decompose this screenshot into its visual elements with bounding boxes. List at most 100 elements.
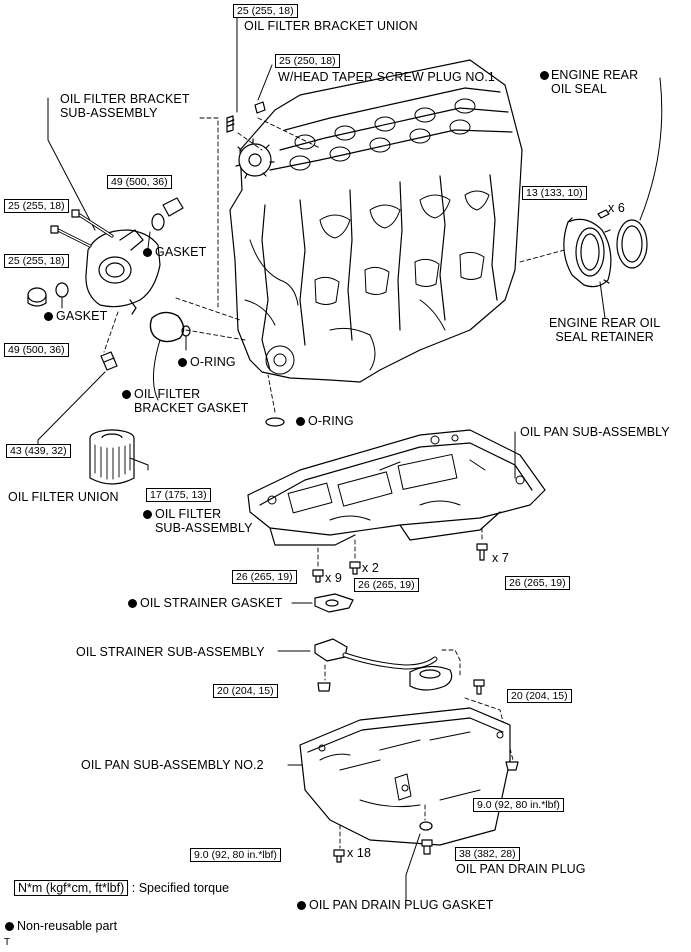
non-reusable-dot xyxy=(178,358,187,367)
o-ring-1-text: O-RING xyxy=(190,355,236,369)
label-oil-filter-bracket-union: OIL FILTER BRACKET UNION xyxy=(244,19,418,33)
count-x9: x 9 xyxy=(325,571,342,585)
bracket-leader xyxy=(47,97,96,231)
non-reusable-dot xyxy=(143,510,152,519)
legend-torque: N*m (kgf*cm, ft*lbf) : Specified torque xyxy=(14,880,229,896)
label-oil-pan-subassy-no2: OIL PAN SUB-ASSEMBLY NO.2 xyxy=(81,758,264,772)
torque-pan-bolt-c: 26 (265, 19) xyxy=(505,576,570,590)
torque-pan-bolt-a: 26 (265, 19) xyxy=(232,570,297,584)
rear-seal-leader xyxy=(639,77,663,221)
legend-torque-units: N*m (kgf*cm, ft*lbf) xyxy=(14,880,129,896)
torque-bracket-bolt-a: 25 (255, 18) xyxy=(4,199,69,213)
oil-filter-bracket-gasket-text: OIL FILTER BRACKET GASKET xyxy=(134,387,249,415)
footer-mark: T xyxy=(4,937,11,948)
torque-drain-plug: 38 (382, 28) xyxy=(455,847,520,861)
torque-pan2-b: 9.0 (92, 80 in.*lbf) xyxy=(190,848,281,862)
oil-filter-bracket-part xyxy=(85,229,161,315)
label-o-ring-2: O-RING xyxy=(296,414,354,428)
count-x7: x 7 xyxy=(492,551,509,565)
pan-bolts xyxy=(312,543,488,583)
gasket-1-text: GASKET xyxy=(155,245,207,259)
label-oil-pan-drain-plug-gasket: OIL PAN DRAIN PLUG GASKET xyxy=(297,898,494,912)
pan2-bolts xyxy=(333,761,519,863)
o-ring-2-text: O-RING xyxy=(308,414,354,428)
non-reusable-dot xyxy=(296,417,305,426)
bracket-union-dash xyxy=(103,311,119,353)
torque-pan2-a: 9.0 (92, 80 in.*lbf) xyxy=(473,798,564,812)
torque-oil-filter: 17 (175, 13) xyxy=(146,488,211,502)
torque-filter-union: 43 (439, 32) xyxy=(6,444,71,458)
retainer-bolt-part xyxy=(597,209,610,219)
rear-oil-seal-part xyxy=(616,219,648,269)
bracket-bolts xyxy=(50,209,114,248)
non-reusable-dot xyxy=(143,248,152,257)
plug-lower-part xyxy=(27,282,69,307)
drain-gasket-leader xyxy=(405,833,421,901)
taper-plug-leader xyxy=(257,64,273,101)
strainer-gasket-hole xyxy=(325,599,339,607)
count-x2: x 2 xyxy=(362,561,379,575)
non-reusable-dot xyxy=(540,71,549,80)
bracket-gasket-leader xyxy=(153,339,161,401)
torque-strainer-a: 20 (204, 15) xyxy=(213,684,278,698)
label-oil-filter-bracket-gasket: OIL FILTER BRACKET GASKET xyxy=(122,387,248,415)
label-engine-rear-oil-seal-retainer: ENGINE REAR OIL SEAL RETAINER xyxy=(549,316,661,344)
legend-non-reusable-text: Non-reusable part xyxy=(17,919,118,933)
oil-strainer-gasket-text: OIL STRAINER GASKET xyxy=(140,596,283,610)
count-x18: x 18 xyxy=(347,846,372,860)
label-o-ring-1: O-RING xyxy=(178,355,236,369)
retainer-leader xyxy=(599,281,606,319)
oil-pan-no2-part xyxy=(299,707,511,846)
torque-plug-49b: 49 (500, 36) xyxy=(4,343,69,357)
pan2-dashes xyxy=(339,804,426,849)
rear-oil-seal-retainer-part xyxy=(563,217,612,288)
label-oil-strainer-subassy: OIL STRAINER SUB-ASSEMBLY xyxy=(76,645,265,659)
torque-bracket-union: 25 (255, 18) xyxy=(233,4,298,18)
gasket-2-text: GASKET xyxy=(56,309,108,323)
label-gasket-1: GASKET xyxy=(143,245,206,259)
gasket-1-leader xyxy=(147,231,151,249)
non-reusable-dot xyxy=(128,599,137,608)
count-x6: x 6 xyxy=(608,201,625,215)
torque-taper-plug: 25 (250, 18) xyxy=(275,54,340,68)
oil-pan-drain-plug-gasket-text: OIL PAN DRAIN PLUG GASKET xyxy=(309,898,494,912)
label-oil-strainer-gasket: OIL STRAINER GASKET xyxy=(128,596,282,610)
non-reusable-dot xyxy=(122,390,131,399)
strainer-bolts xyxy=(317,679,485,695)
oil-strainer-part xyxy=(314,638,453,691)
oil-pan-upper-dashes xyxy=(317,527,483,569)
non-reusable-dot xyxy=(44,312,53,321)
engine-rear-oil-seal-text: ENGINE REAR OIL SEAL xyxy=(551,68,639,96)
oil-filter-part xyxy=(89,429,135,485)
torque-plug-49a: 49 (500, 36) xyxy=(107,175,172,189)
o-ring-1-part xyxy=(181,325,191,337)
engine-block xyxy=(175,59,573,413)
bracket-gasket-part xyxy=(149,311,185,343)
label-gasket-2: GASKET xyxy=(44,309,107,323)
torque-bracket-bolt-b: 25 (255, 18) xyxy=(4,254,69,268)
oil-filter-bracket-union-part xyxy=(226,115,235,133)
oil-filter-subassy-text: OIL FILTER SUB-ASSEMBLY xyxy=(155,507,253,535)
oil-filter-union-part xyxy=(100,351,118,371)
torque-retainer-bolt: 13 (133, 10) xyxy=(522,186,587,200)
oil-filter-leader xyxy=(129,457,149,471)
label-oil-pan-subassy: OIL PAN SUB-ASSEMBLY xyxy=(520,425,670,439)
label-head-taper-plug: W/HEAD TAPER SCREW PLUG NO.1 xyxy=(278,70,495,84)
legend-non-reusable: Non-reusable part xyxy=(5,918,117,934)
torque-pan-bolt-b: 26 (265, 19) xyxy=(354,578,419,592)
taper-screw-plug-part xyxy=(254,101,266,114)
o-ring-2-part xyxy=(265,417,285,427)
label-oil-pan-drain-plug: OIL PAN DRAIN PLUG xyxy=(456,862,586,876)
oil-pan-upper-part xyxy=(247,429,546,546)
non-reusable-dot xyxy=(5,922,14,931)
torque-strainer-b: 20 (204, 15) xyxy=(507,689,572,703)
label-engine-rear-oil-seal: ENGINE REAR OIL SEAL xyxy=(540,68,638,96)
label-oil-filter-subassy: OIL FILTER SUB-ASSEMBLY xyxy=(143,507,253,535)
drain-plug-gasket-part xyxy=(419,821,433,831)
label-oil-filter-union: OIL FILTER UNION xyxy=(8,490,119,504)
non-reusable-dot xyxy=(297,901,306,910)
legend-torque-text: : Specified torque xyxy=(131,881,230,895)
plug-upper-part xyxy=(151,197,184,231)
